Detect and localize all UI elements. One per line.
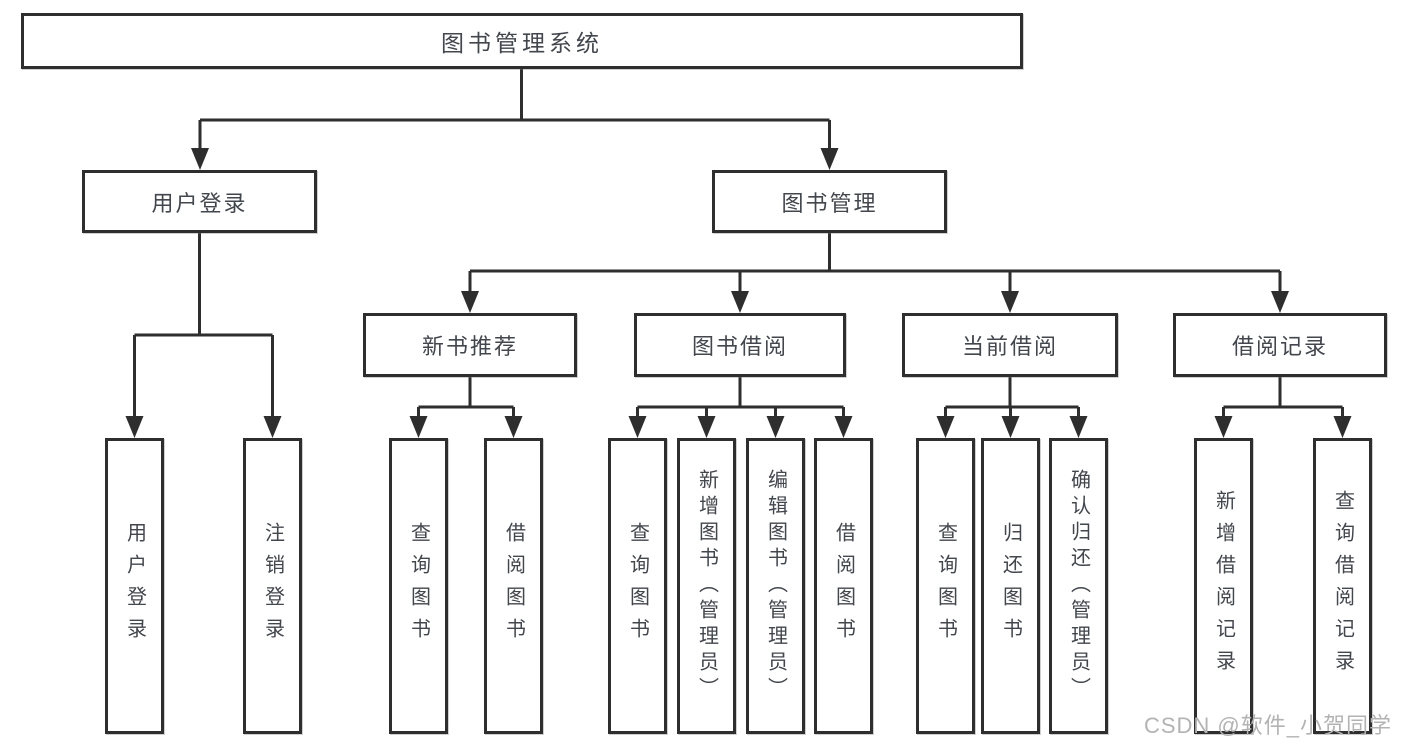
connector-user-login bbox=[133, 233, 274, 418]
leaf-query-books-recommend: 查询图书 bbox=[389, 438, 448, 734]
node-current-borrow: 当前借阅 bbox=[902, 313, 1118, 377]
arrowhead bbox=[504, 416, 523, 438]
leaf-edit-book-admin: 编辑图书（管理员） bbox=[746, 438, 805, 734]
arrowhead bbox=[1001, 291, 1019, 313]
leaf-query-books-borrow: 查询图书 bbox=[608, 438, 667, 734]
leaf-return-books: 归还图书 bbox=[981, 438, 1040, 734]
arrowhead bbox=[834, 416, 853, 438]
arrowhead bbox=[1333, 416, 1352, 438]
arrowhead bbox=[1271, 291, 1289, 313]
leaf-borrow-books: 借阅图书 bbox=[814, 438, 873, 734]
arrowhead bbox=[263, 416, 282, 438]
connector-root bbox=[198, 69, 831, 150]
csdn-watermark: CSDN @软件_小贺同学 bbox=[1143, 713, 1392, 738]
node-new-book-recommend: 新书推荐 bbox=[363, 313, 577, 377]
connector-current-borrow bbox=[944, 377, 1080, 418]
arrowhead bbox=[409, 416, 428, 438]
leaf-query-borrow-record: 查询借阅记录 bbox=[1313, 438, 1372, 734]
arrowhead bbox=[125, 416, 144, 438]
arrowhead bbox=[1001, 416, 1020, 438]
arrowhead bbox=[1214, 416, 1233, 438]
arrowhead bbox=[191, 148, 209, 170]
arrowhead bbox=[628, 416, 647, 438]
leaf-logout: 注销登录 bbox=[243, 438, 302, 734]
leaf-user-login: 用户登录 bbox=[105, 438, 164, 734]
node-book-borrow: 图书借阅 bbox=[634, 313, 846, 377]
arrowhead bbox=[766, 416, 785, 438]
arrowhead bbox=[461, 291, 479, 313]
arrowhead bbox=[697, 416, 716, 438]
leaf-add-book-admin: 新增图书（管理员） bbox=[677, 438, 736, 734]
connector-new-book bbox=[417, 377, 515, 418]
arrowhead bbox=[820, 148, 839, 170]
leaf-add-borrow-record: 新增借阅记录 bbox=[1194, 438, 1253, 734]
arrowhead bbox=[1069, 416, 1088, 438]
arrowhead bbox=[731, 291, 749, 313]
node-user-login: 用户登录 bbox=[82, 170, 317, 233]
leaf-confirm-return-admin: 确认归还（管理员） bbox=[1049, 438, 1108, 734]
node-borrow-records: 借阅记录 bbox=[1173, 313, 1387, 377]
connector-borrow-records bbox=[1222, 377, 1344, 418]
arrowhead bbox=[936, 416, 955, 438]
node-library-system: 图书管理系统 bbox=[21, 13, 1023, 69]
node-book-management: 图书管理 bbox=[712, 170, 947, 233]
leaf-borrow-books-recommend: 借阅图书 bbox=[484, 438, 543, 734]
connector-book-borrow bbox=[636, 377, 845, 418]
leaf-query-books-current: 查询图书 bbox=[916, 438, 975, 734]
connector-book-management bbox=[468, 233, 1282, 293]
